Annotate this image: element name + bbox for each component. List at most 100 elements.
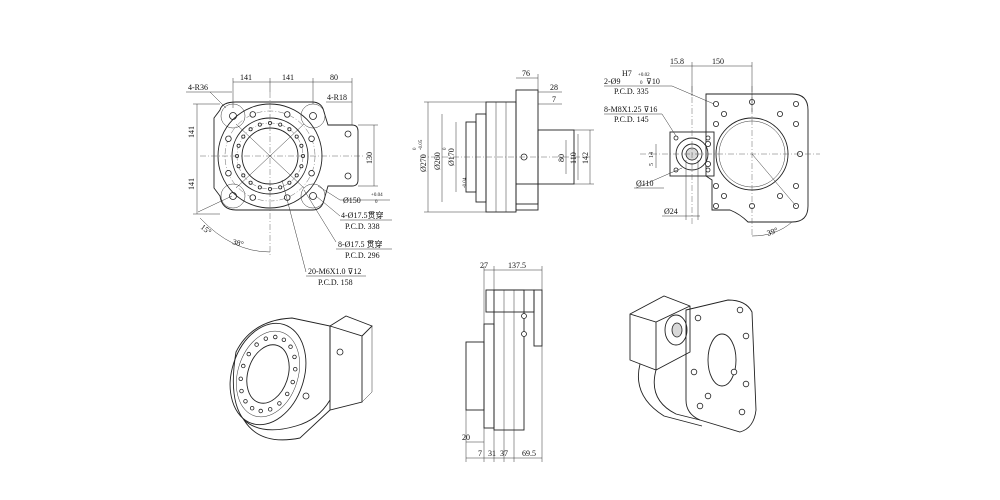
leader-m8 [661,113,677,137]
bottom-dim-27: 27 [480,261,488,270]
leader-4-hole [315,195,341,217]
iso-bolt-hole [263,336,269,341]
rear-motor-hole-br [705,167,711,173]
front-view-body-outline [213,101,359,211]
thread-hole [287,127,292,132]
iso-bolt-hole [292,354,297,360]
front-view: 141 141 80 4-R36 4-R18 141 141 130 Ø150 … [186,73,392,287]
bolt-hole [249,194,256,201]
side-dim-28: 28 [550,83,558,92]
iso-plate-hole [738,408,746,416]
iso-bolt-hole [243,399,248,404]
side-tol-170-upper: 0 [443,147,448,150]
thread-hole [294,173,299,178]
corner-radius-br [300,183,326,209]
bottom-dim-137-5: 137.5 [508,261,526,270]
iso-left-flange-face [229,322,307,426]
iso-bolt-hole [273,334,278,340]
angle-ray [197,195,233,213]
dim-130: 130 [365,152,374,164]
bottom-flange-cap [533,289,543,347]
bottom-hole-2 [521,331,527,337]
mount-hole [721,192,728,199]
leader-dia-150 [317,185,341,201]
side-dia-260: Ø260 [433,152,442,170]
mount-hole [713,101,720,108]
mount-hole [713,202,720,209]
iso-left-bore [246,344,290,404]
mount-hole [713,121,720,128]
radius-r18: 4-R18 [327,93,347,102]
thread-hole [299,143,304,148]
corner-hole-bl [229,192,237,200]
dim-141-upper: 141 [187,126,196,138]
rear-thread-8-spec: 8-M8X1.25 ⊽16 [604,105,657,114]
iso-bolt-hole [290,379,295,385]
hole-4-pcd: P.C.D. 338 [345,222,380,231]
iso-left-base [243,409,331,441]
bolt-hole [225,170,232,177]
side-dim-80: 80 [557,154,566,162]
thread-hole [257,122,262,127]
rear-tol-h7-upper: +0.02 [638,73,650,78]
rear-tol-h7-lower: 0 [640,81,643,86]
iso-right-bore [707,333,737,387]
iso-right-holes [690,306,750,416]
corner-hole-br [309,192,317,200]
thread-hole [248,127,253,132]
iso-plate-hole [742,380,750,388]
bolt-hole [249,111,256,118]
side-dim-76: 76 [522,69,530,78]
rear-mounting-holes [705,99,804,209]
side-view: 76 28 7 Ø270 0 -0.05 Ø260 Ø170 0 -0.04 8… [413,69,594,213]
iso-plate-hole [694,314,702,322]
rear-pin-depth: ⊽10 [646,77,660,86]
iso-bolt-hole [238,376,243,382]
iso-bolt-hole [281,337,287,342]
front-diagonal-b [235,123,305,189]
mount-hole [793,101,800,108]
bottom-body [493,289,525,431]
bottom-view: 27 137.5 20 7 31 37 69.5 [462,261,543,462]
iso-left-side-hole-2 [302,392,310,400]
rear-angle-arc [751,221,793,237]
side-dia-170: Ø170 [447,148,456,166]
iso-right-plate [685,299,757,433]
iso-left-housing [232,317,331,431]
bottom-dim-37: 37 [500,449,508,458]
hole-4-spec: 4-Ø17.5贯穿 [341,210,383,220]
bolt-hole [225,135,232,142]
iso-plate-hole [704,392,712,400]
dim-141-lower: 141 [187,178,196,190]
tab-hole-bottom [344,172,352,180]
side-lower-cap [515,183,539,205]
side-dim-7: 7 [552,95,556,104]
rear-thread-8-pcd: P.C.D. 145 [614,115,649,124]
iso-bolt-hole [246,351,251,357]
side-tol-170-lower: -0.04 [463,177,468,188]
hole-8-pcd: P.C.D. 296 [345,251,380,260]
radius-r36: 4-R36 [188,83,208,92]
rear-pin-spec: 2-Ø9 [604,77,620,86]
tol-150-upper: +0.04 [371,193,383,198]
thread-hole [278,122,283,127]
iso-left-bolt-ring [236,330,300,418]
mount-hole [777,192,784,199]
thread-hole [241,134,246,139]
iso-plate-hole [690,368,698,376]
rear-motor-hole-tr [705,135,711,141]
bottom-dim-69-5: 69.5 [522,449,536,458]
side-mid-flange [475,113,487,203]
iso-plate-hole [696,402,704,410]
corner-hole-tl [229,112,237,120]
thread-20-spec: 20-M6X1.0 ⊽12 [308,267,361,276]
iso-bolt-hole [258,408,263,414]
thread-hole [278,185,283,190]
bottom-flange [483,323,495,429]
rear-angle-ray [751,153,797,207]
rear-dim-150: 150 [712,57,724,66]
iso-bolt-hole [267,407,273,412]
isometric-view-right [629,295,757,433]
mount-hole [793,182,800,189]
